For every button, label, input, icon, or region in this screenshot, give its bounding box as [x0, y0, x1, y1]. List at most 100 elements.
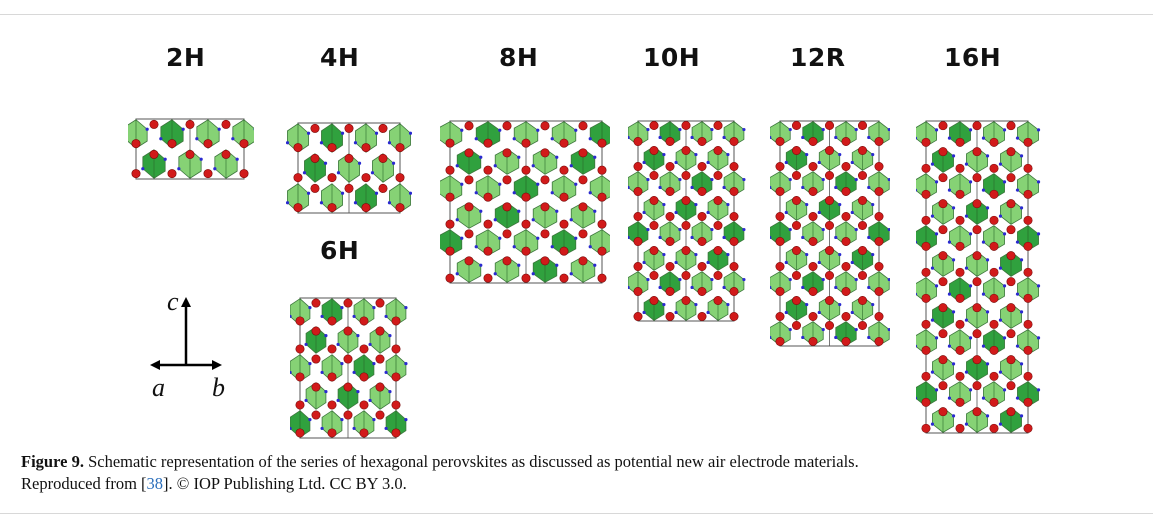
cation-atom [981, 292, 986, 296]
cation-atom [368, 342, 372, 347]
oxygen-atom [938, 381, 948, 391]
citation-link[interactable]: 38 [146, 474, 164, 493]
cation-atom [372, 417, 376, 422]
cation-atom [981, 240, 986, 244]
oxygen-atom [808, 337, 818, 347]
cation-atom [181, 127, 185, 131]
cation-atom [323, 161, 328, 165]
cation-atom [916, 344, 918, 348]
cation-atom [706, 210, 710, 215]
oxygen-atom [149, 119, 159, 129]
oxygen-atom [972, 147, 982, 157]
oxygen-atom [989, 241, 999, 251]
cation-atom [1019, 258, 1024, 262]
oxygen-atom [972, 199, 982, 209]
label-16H: 16H [944, 43, 1002, 72]
cation-atom [947, 344, 952, 348]
oxygen-atom [938, 199, 948, 209]
oxygen-atom [378, 123, 388, 133]
oxygen-atom [167, 169, 177, 179]
cation-atom [455, 218, 459, 222]
cation-atom [951, 258, 956, 262]
oxygen-atom [841, 212, 851, 222]
cation-atom [387, 141, 392, 145]
oxygen-atom [665, 136, 675, 146]
oxygen-atom [344, 153, 354, 163]
oxygen-atom [378, 153, 388, 163]
cation-atom [690, 135, 694, 140]
structure-8H [440, 120, 610, 284]
cation-atom [498, 182, 502, 186]
cation-atom [694, 202, 698, 207]
oxygen-atom [841, 161, 851, 171]
oxygen-atom [239, 139, 249, 149]
oxygen-atom [361, 143, 371, 153]
cation-atom [159, 137, 163, 141]
cation-atom [555, 263, 559, 267]
oxygen-atom [791, 296, 801, 306]
oxygen-atom [665, 237, 675, 247]
oxygen-atom [540, 256, 550, 266]
oxygen-atom [295, 316, 305, 326]
cation-atom [998, 162, 1003, 166]
oxygen-atom [791, 271, 801, 281]
oxygen-atom [938, 303, 948, 313]
cation-atom [867, 235, 871, 240]
cation-atom [199, 157, 203, 161]
oxygen-atom [521, 273, 531, 283]
cation-atom [867, 335, 871, 340]
oxygen-atom [681, 246, 691, 256]
oxygen-atom [972, 381, 982, 391]
oxygen-atom [665, 187, 675, 197]
cation-atom [372, 305, 376, 310]
oxygen-atom [775, 187, 785, 197]
oxygen-atom [1006, 329, 1016, 339]
oxygen-atom [791, 246, 801, 256]
cation-atom [404, 417, 408, 422]
oxygen-atom [841, 287, 851, 297]
axis-label-c: c [167, 287, 179, 316]
oxygen-atom [395, 203, 405, 213]
cation-atom [817, 160, 821, 165]
cation-atom [930, 162, 935, 166]
oxygen-atom [483, 219, 493, 229]
cation-atom [998, 422, 1003, 426]
cation-atom [805, 302, 809, 307]
cation-atom [336, 342, 340, 347]
cation-atom [588, 245, 592, 249]
label-12R: 12R [790, 43, 846, 72]
oxygen-atom [775, 312, 785, 322]
oxygen-atom [1006, 225, 1016, 235]
oxygen-atom [858, 145, 868, 155]
oxygen-atom [483, 165, 493, 175]
oxygen-atom [775, 237, 785, 247]
cation-atom [934, 128, 939, 132]
oxygen-atom [327, 316, 337, 326]
cation-atom [916, 136, 918, 140]
oxygen-atom [681, 221, 691, 231]
cation-atom [784, 160, 788, 165]
oxygen-atom [874, 212, 884, 222]
oxygen-atom [791, 321, 801, 331]
cation-atom [784, 260, 788, 265]
cation-atom [916, 292, 918, 296]
oxygen-atom [791, 170, 801, 180]
figure-frame: 2H 4H 8H 10H 12R 16H 6H c a b Figure 9. … [0, 14, 1153, 527]
oxygen-atom [972, 329, 982, 339]
oxygen-atom [729, 136, 739, 146]
cation-atom [1002, 232, 1007, 236]
cation-atom [788, 177, 792, 182]
oxygen-atom [972, 251, 982, 261]
caption-license: ]. © IOP Publishing Ltd. CC BY 3.0. [163, 474, 407, 493]
cation-atom [838, 202, 842, 207]
oxygen-atom [874, 312, 884, 322]
oxygen-atom [483, 273, 493, 283]
oxygen-atom [729, 187, 739, 197]
oxygen-atom [775, 212, 785, 222]
cation-atom [340, 361, 344, 366]
cation-atom [374, 191, 379, 195]
oxygen-atom [445, 165, 455, 175]
cation-atom [964, 162, 969, 166]
oxygen-atom [361, 173, 371, 183]
oxygen-atom [521, 165, 531, 175]
